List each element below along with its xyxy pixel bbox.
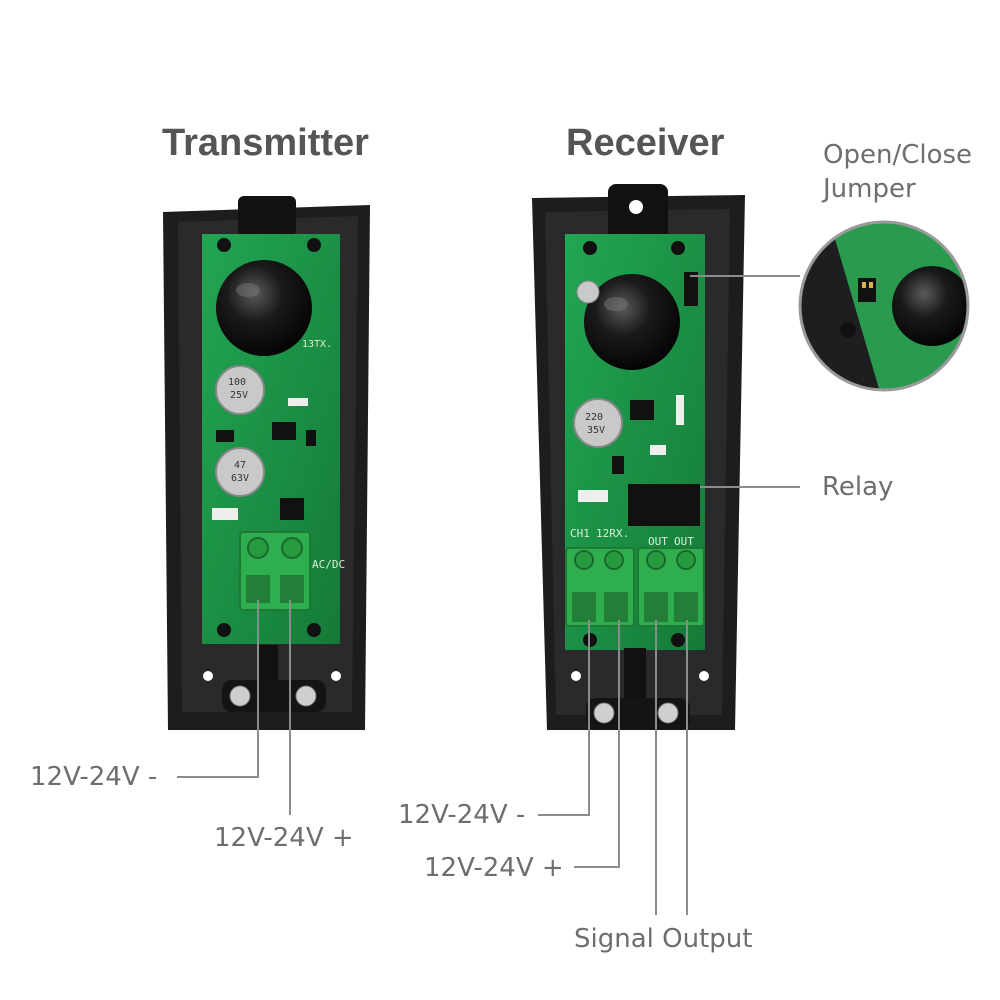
tx-negative-label: 12V-24V - [30, 762, 158, 792]
relay-label: Relay [822, 472, 894, 502]
transmitter-ir-lens [216, 260, 312, 356]
svg-text:47: 47 [234, 460, 246, 471]
rx-pos-line [574, 620, 620, 868]
svg-text:100: 100 [228, 377, 246, 388]
svg-text:12RX.: 12RX. [596, 527, 629, 540]
jumper-label: Open/Close Jumper [823, 138, 972, 206]
svg-text:35V: 35V [587, 425, 605, 436]
transmitter-capacitor-2 [215, 447, 265, 497]
jumper-label-line-2: Jumper [823, 174, 916, 204]
jumper-zoom-inset [798, 220, 970, 392]
receiver-relay [628, 484, 700, 526]
svg-text:OUT: OUT [674, 535, 694, 548]
receiver-title: Receiver [566, 122, 725, 164]
receiver-ir-lens [584, 274, 680, 370]
receiver-capacitor [573, 398, 623, 448]
svg-text:63V: 63V [231, 473, 249, 484]
tx-positive-label: 12V-24V + [214, 823, 354, 853]
svg-text:AC/DC: AC/DC [312, 558, 345, 571]
jumper-label-line-1: Open/Close [823, 140, 973, 170]
tx-neg-line [177, 600, 259, 778]
transmitter-unit: 13TX. 100 25V 47 63V AC/DC [163, 196, 370, 730]
svg-text:220: 220 [585, 412, 603, 423]
rx-neg-line [538, 620, 590, 816]
rx-negative-label: 12V-24V - [398, 800, 526, 830]
transmitter-ic [272, 422, 296, 440]
receiver-jumper [684, 272, 698, 306]
transmitter-model-label: 13TX. [302, 339, 332, 350]
receiver-unit: 220 35V CH1 12RX. OUT OUT [532, 184, 745, 730]
transmitter-capacitor-1 [215, 365, 265, 415]
svg-text:CH1: CH1 [570, 527, 590, 540]
rx-positive-label: 12V-24V + [424, 853, 564, 883]
transmitter-title: Transmitter [162, 122, 369, 164]
svg-text:OUT: OUT [648, 535, 668, 548]
svg-text:25V: 25V [230, 390, 248, 401]
signal-output-label: Signal Output [574, 924, 753, 954]
